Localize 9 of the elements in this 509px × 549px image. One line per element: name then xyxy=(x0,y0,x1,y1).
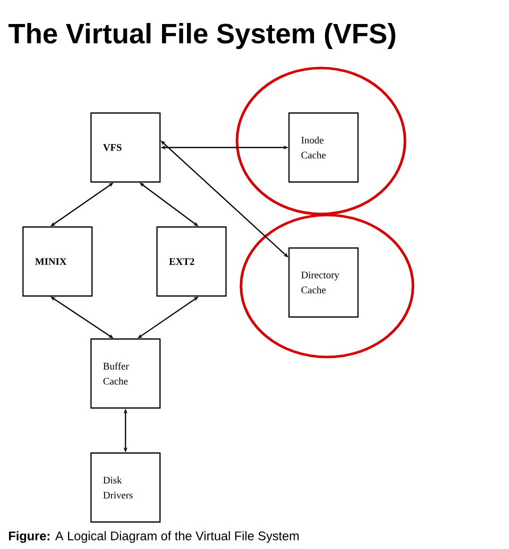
process-box: Disk Drivers xyxy=(90,452,161,523)
title: The Virtual File System (VFS) xyxy=(8,22,396,50)
process-box: VFS xyxy=(90,112,161,183)
process-box: Inode Cache xyxy=(288,112,359,183)
caption: Figure: A Logical Diagram of the Virtual File System xyxy=(9,531,299,543)
process-box: Directory Cache xyxy=(288,247,359,318)
process-box: EXT2 xyxy=(156,226,227,297)
process-box: Buffer Cache xyxy=(90,338,161,409)
process-box: MINIX xyxy=(22,226,93,297)
